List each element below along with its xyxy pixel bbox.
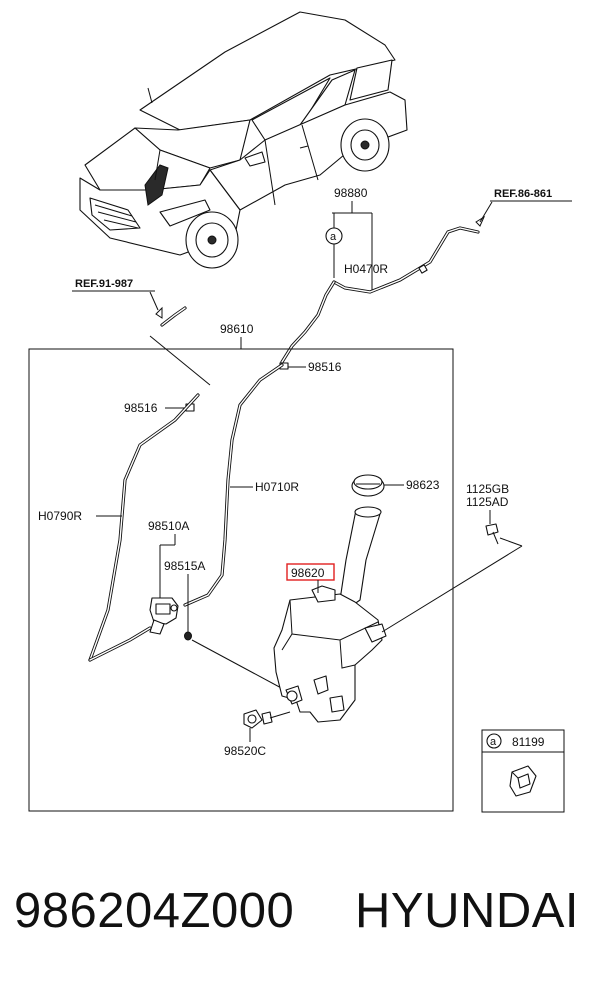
part-98620-label[interactable]: 98620 — [291, 566, 325, 580]
grommet-icon — [184, 631, 192, 641]
ref-left-label[interactable]: REF.91-987 — [75, 278, 133, 290]
ref-right-label[interactable]: REF.86-861 — [494, 188, 552, 200]
part-H0790R-label[interactable]: H0790R — [38, 509, 82, 523]
part-1125AD-label[interactable]: 1125AD — [466, 495, 509, 509]
bolt-icon — [485, 523, 499, 545]
brand-text: HYUNDAI — [355, 884, 580, 938]
part-98516-left-label[interactable]: 98516 — [124, 401, 158, 415]
part-98510A-label[interactable]: 98510A — [148, 519, 189, 533]
washer-cap-icon — [351, 474, 385, 497]
part-98520C-label[interactable]: 98520C — [224, 744, 266, 758]
legend-a-label: a — [490, 736, 497, 748]
washer-pump-icon — [149, 597, 179, 635]
part-98610-label[interactable]: 98610 — [220, 322, 254, 336]
grommet-98520C-icon — [243, 709, 273, 729]
part-number-text: 986204Z000 — [14, 884, 295, 938]
part-98880-label[interactable]: 98880 — [334, 186, 368, 200]
legend-part-81199-label[interactable]: 81199 — [512, 735, 545, 749]
clip-icon — [509, 765, 537, 797]
part-98515A-label[interactable]: 98515A — [164, 559, 205, 573]
part-footer: 986204Z000 HYUNDAI — [0, 868, 600, 954]
part-98623-label[interactable]: 98623 — [406, 478, 440, 492]
part-98620-highlight[interactable] — [286, 563, 335, 581]
part-98516-top-label[interactable]: 98516 — [308, 360, 342, 374]
part-H0470R-label[interactable]: H0470R — [344, 262, 388, 276]
car-illustration — [79, 11, 408, 269]
part-H0710R-label[interactable]: H0710R — [255, 480, 299, 494]
callout-a-label: a — [330, 231, 337, 243]
assembly-98610-frame — [28, 348, 454, 812]
part-1125GB-label[interactable]: 1125GB — [466, 482, 509, 496]
washer-reservoir-icon — [273, 506, 387, 723]
parts-diagram: REF.86-861 98880 a H0470R REF.91-987 986… — [28, 11, 572, 813]
